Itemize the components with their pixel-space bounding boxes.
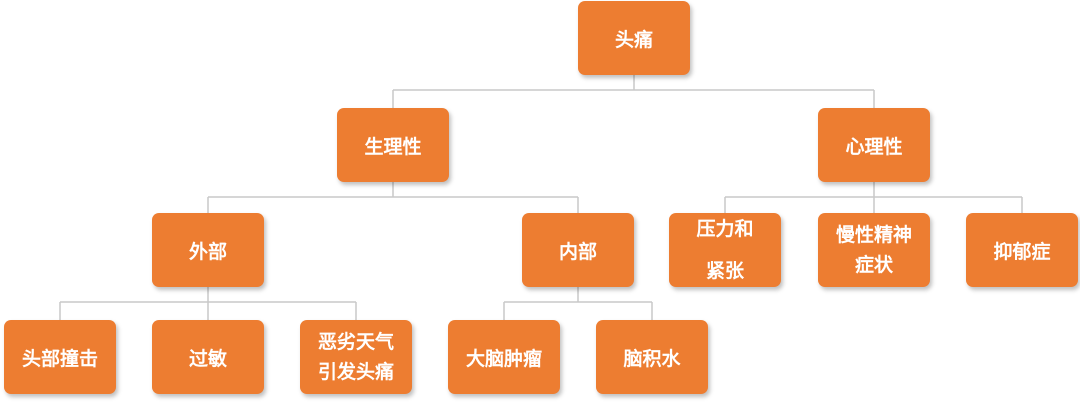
node-label: 心理性: [845, 135, 903, 158]
node-label: 慢性精神 症状: [835, 224, 912, 276]
node-hydrocephalus: 脑积水: [596, 320, 708, 394]
node-psychological: 心理性: [818, 108, 930, 182]
node-label: 压力和 紧张: [696, 218, 754, 282]
node-label: 过敏: [188, 347, 227, 370]
node-label: 内部: [558, 240, 597, 263]
node-stress: 压力和 紧张: [669, 213, 781, 287]
node-physiological: 生理性: [337, 108, 449, 182]
node-head-impact: 头部撞击: [4, 320, 116, 394]
node-label: 恶劣天气 引发头痛: [317, 331, 394, 383]
node-label: 生理性: [364, 135, 422, 158]
node-brain-tumor: 大脑肿瘤: [448, 320, 560, 394]
node-headache: 头痛: [578, 1, 690, 75]
node-label: 头痛: [614, 28, 653, 51]
node-internal: 内部: [522, 213, 634, 287]
node-external: 外部: [152, 213, 264, 287]
node-label: 脑积水: [623, 347, 681, 370]
node-label: 头部撞击: [21, 347, 98, 370]
node-label: 抑郁症: [993, 240, 1051, 263]
node-label: 外部: [188, 240, 227, 263]
node-label: 大脑肿瘤: [465, 347, 542, 370]
node-chronic-mental: 慢性精神 症状: [818, 213, 930, 287]
node-bad-weather: 恶劣天气 引发头痛: [300, 320, 412, 394]
node-depression: 抑郁症: [966, 213, 1078, 287]
node-allergy: 过敏: [152, 320, 264, 394]
